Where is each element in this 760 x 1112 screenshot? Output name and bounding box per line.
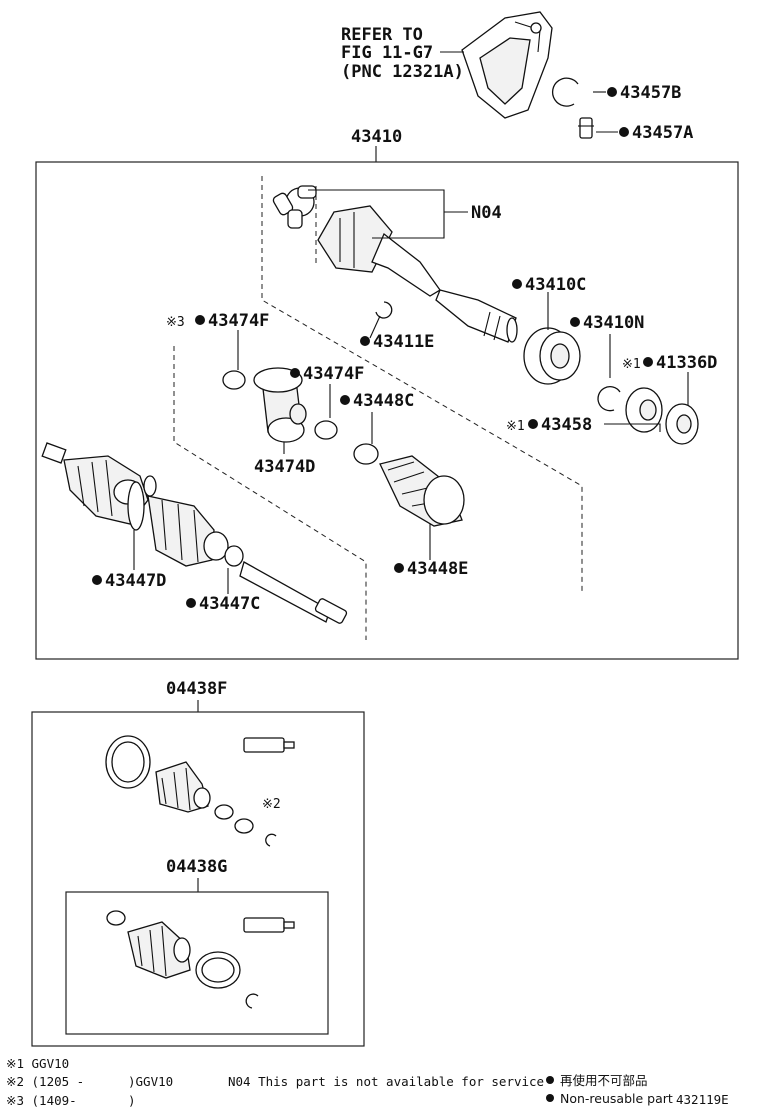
figure-id: 432119E	[676, 1092, 729, 1107]
non-reusable-dot	[360, 336, 370, 346]
label-43448c: 43448C	[353, 391, 414, 411]
non-reusable-dot	[340, 395, 350, 405]
non-reusable-dot	[528, 419, 538, 429]
seal-41336d-illustration	[665, 403, 699, 445]
label-43447d: 43447D	[105, 571, 166, 591]
label-43474f-mid: 43474F	[303, 364, 364, 384]
clamp-43474f-2-illustration	[314, 420, 338, 440]
label-43447c: 43447C	[199, 594, 260, 614]
label-04438g: 04438G	[166, 857, 227, 877]
tripod-joint-illustration	[272, 185, 317, 229]
label-43448e: 43448E	[407, 559, 468, 579]
footnote-2-end: )GGV10	[128, 1074, 173, 1089]
non-reusable-dot	[619, 127, 629, 137]
legend-en: Non-reusable part	[560, 1091, 673, 1106]
label-43411e: 43411E	[373, 332, 434, 352]
kit-04438f-parts-illustration	[105, 735, 295, 847]
label-04438f: 04438F	[166, 679, 227, 699]
legend-dot-en	[546, 1094, 554, 1102]
clamp-43448c-illustration	[353, 443, 379, 465]
service-note: N04 This part is not available for servi…	[228, 1074, 544, 1089]
non-reusable-dot	[394, 563, 404, 573]
legend-jp: 再使用不可部品	[560, 1073, 648, 1088]
non-reusable-dot	[195, 315, 205, 325]
legend-dot-jp	[546, 1076, 554, 1084]
bearing-43410c-illustration	[523, 327, 581, 385]
mark-2: ※2	[262, 797, 281, 812]
label-43474f-top: 43474F	[208, 311, 269, 331]
footnote-2-start: ※2 (1205 -	[6, 1074, 84, 1089]
clamp-43474f-illustration	[222, 370, 246, 390]
mark-3: ※3	[166, 315, 185, 330]
dashed-group-outline	[261, 176, 583, 592]
outboard-joint-illustration	[41, 442, 348, 624]
label-43474d: 43474D	[254, 457, 315, 477]
label-43410: 43410	[351, 127, 402, 147]
refer-text-line1: REFER TO	[341, 25, 423, 45]
label-43410n: 43410N	[583, 313, 644, 333]
mark-1b: ※1	[506, 419, 525, 434]
non-reusable-dot	[570, 317, 580, 327]
label-43458: 43458	[541, 415, 592, 435]
non-reusable-dot	[512, 279, 522, 289]
non-reusable-dot	[186, 598, 196, 608]
snap-ring-43410n-illustration	[597, 386, 621, 412]
non-reusable-dot	[643, 357, 653, 367]
non-reusable-dot	[92, 575, 102, 585]
dashed-group-outline	[173, 346, 367, 640]
pin-43457a-illustration	[578, 117, 594, 139]
non-reusable-dot	[290, 368, 300, 378]
label-43457b: 43457B	[620, 83, 681, 103]
label-43457a: 43457A	[632, 123, 693, 143]
mark-1: ※1	[622, 357, 641, 372]
snap-ring-43411e-illustration	[375, 301, 393, 319]
refer-text-line3: (PNC 12321A)	[341, 62, 464, 82]
kit-04438g-frame	[65, 891, 329, 1035]
bearing-43458-illustration	[625, 387, 663, 433]
footnote-3-end: )	[128, 1093, 136, 1108]
refer-text-line2: FIG 11-G7	[341, 43, 433, 63]
boot-43448e-illustration	[379, 455, 465, 527]
footnote-1: ※1 GGV10	[6, 1056, 69, 1071]
label-41336d: 41336D	[656, 353, 717, 373]
snap-ring-43457b-illustration	[551, 77, 579, 107]
footnote-3-start: ※3 (1409-	[6, 1093, 77, 1108]
kit-04438g-parts-illustration	[106, 910, 295, 1009]
label-43410c: 43410C	[525, 275, 586, 295]
label-n04: N04	[471, 203, 502, 223]
inboard-joint-shaft-illustration	[317, 205, 518, 343]
damper-43474d-illustration	[253, 367, 307, 443]
non-reusable-dot	[607, 87, 617, 97]
kit-04438f-frame	[31, 711, 365, 1047]
assembly-43410-frame	[35, 161, 739, 660]
transmission-housing-illustration	[461, 11, 553, 119]
